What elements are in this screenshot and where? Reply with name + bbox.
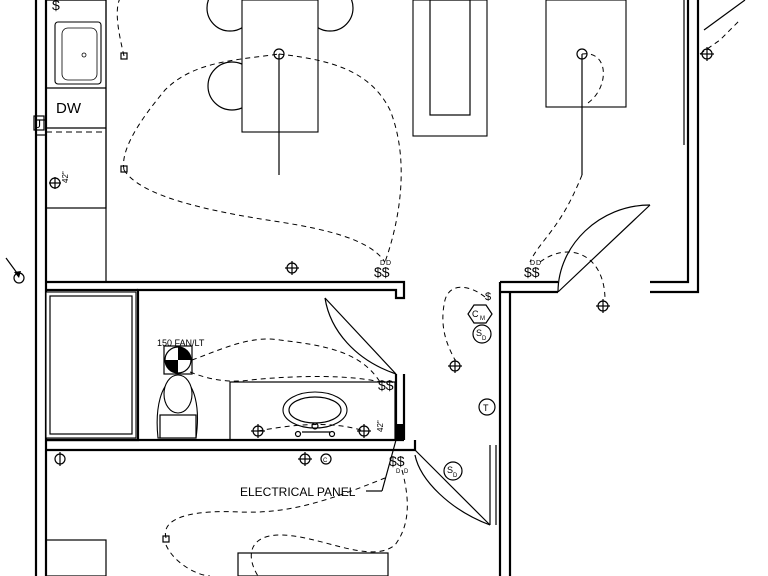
ceiling-light-icon: [448, 359, 462, 373]
svg-text:$$: $$: [389, 453, 405, 469]
lower-room-outlet-icon: [54, 452, 66, 466]
svg-text:D: D: [453, 473, 458, 479]
svg-text:D: D: [536, 260, 541, 267]
thermostat-icon: T: [478, 398, 496, 416]
svg-text:D: D: [396, 469, 401, 475]
kitchen-island: [412, 0, 488, 137]
svg-text:C: C: [323, 458, 328, 464]
svg-text:$$: $$: [524, 264, 540, 280]
svg-text:C: C: [472, 309, 479, 319]
svg-text:$$: $$: [378, 377, 394, 393]
outlet-height-label: 42": [61, 171, 70, 183]
switch-symbol: $: [52, 0, 60, 13]
svg-text:S: S: [476, 328, 482, 338]
walls: [34, 0, 746, 576]
outlet-icon: [700, 47, 714, 61]
switch-pair-lower: $$ D D: [389, 453, 409, 475]
hall-switch: $: [485, 291, 491, 303]
co-detector-icon: C M: [467, 304, 493, 324]
vanity: [229, 381, 396, 441]
fan-light-icon: [163, 345, 193, 375]
bathtub: [45, 291, 137, 439]
kitchen-cabinets: DW J 42" $: [33, 0, 107, 283]
kitchen-sink: [54, 21, 102, 85]
svg-text:S: S: [447, 465, 453, 475]
outlet-42-icon: [357, 424, 371, 438]
doors: [324, 204, 651, 526]
exterior-outlet-icon: [5, 257, 25, 284]
svg-text:T: T: [483, 403, 489, 413]
switch-pair-right: $$ D D: [524, 260, 541, 280]
ceiling-light-icon: [298, 452, 312, 466]
ceiling-light-icon: [596, 299, 610, 313]
svg-text:D: D: [482, 336, 487, 342]
svg-text:D: D: [380, 260, 385, 267]
gfci-icon: C: [320, 453, 332, 465]
switch-pair-bath: $$: [378, 377, 394, 393]
outlet-height-label: 42": [376, 420, 385, 432]
toilet: [156, 374, 198, 439]
dining-table: [206, 0, 354, 133]
svg-text:D: D: [404, 469, 409, 475]
electrical-panel-label: ELECTRICAL PANEL: [240, 485, 356, 499]
switch-pair-left: $$ D D: [374, 260, 391, 280]
smoke-detector-icon: S D: [472, 324, 492, 344]
junction-box-label: J: [35, 117, 41, 131]
fan-light-label: 150 FAN/LT: [157, 338, 205, 348]
svg-text:M: M: [480, 316, 485, 322]
svg-text:$: $: [485, 291, 491, 303]
svg-text:$$: $$: [374, 264, 390, 280]
svg-text:D: D: [386, 260, 391, 267]
smoke-detector-icon: S D: [443, 461, 463, 481]
pendant-lights: [120, 48, 588, 175]
svg-text:D: D: [530, 260, 535, 267]
outlet-icon: [285, 261, 299, 275]
electrical-panel-icon: [397, 424, 403, 440]
dishwasher-label: DW: [56, 100, 82, 117]
outlet-42-icon: [49, 177, 61, 189]
